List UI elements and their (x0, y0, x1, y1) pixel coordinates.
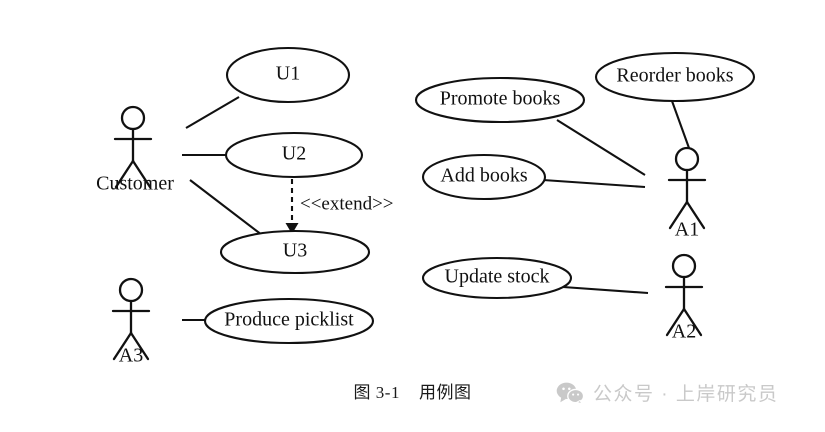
stick-figure-icon (113, 105, 153, 189)
watermark: 公众号 · 上岸研究员 (556, 379, 778, 406)
use-case-label: Promote books (440, 88, 561, 110)
use-case-ellipse (421, 256, 573, 300)
association-lines (182, 96, 690, 322)
stick-figure-icon (111, 277, 151, 361)
actor-a2[interactable]: A2 (664, 253, 704, 343)
figure-caption: 图 3-1 用例图 (353, 383, 472, 402)
use-case-label: U3 (283, 240, 307, 262)
association-promote-books-a1 (556, 119, 646, 176)
use-case-add-books[interactable]: Add books (421, 153, 547, 201)
use-case-u3[interactable]: U3 (219, 229, 371, 275)
actor-leg-left (668, 200, 689, 230)
stick-figure-icon (667, 146, 707, 230)
association-customer-u1 (185, 96, 240, 129)
association-reorder-books-a1 (671, 100, 690, 149)
use-case-reorder-books[interactable]: Reorder books (594, 51, 756, 103)
actor-label: A1 (675, 219, 699, 241)
actor-leg-right (131, 159, 152, 189)
actor-customer[interactable]: Customer (96, 105, 174, 195)
extend-arrowhead (285, 223, 299, 234)
actor-head (674, 146, 700, 172)
use-case-promote-books[interactable]: Promote books (414, 76, 586, 124)
association-add-books-a1 (542, 178, 646, 189)
actor-leg-right (682, 307, 703, 337)
actor-a1[interactable]: A1 (667, 146, 707, 241)
actor-head (118, 277, 144, 303)
use-case-ellipse (219, 229, 371, 275)
use-case-ellipse (594, 51, 756, 103)
actor-leg-right (685, 200, 706, 230)
use-case-u2[interactable]: U2 (224, 131, 364, 179)
association-customer-u3 (189, 179, 263, 236)
use-case-label: U2 (282, 143, 306, 165)
use-case-label: Produce picklist (224, 309, 354, 331)
use-case-update-stock[interactable]: Update stock (421, 256, 573, 300)
actor-leg-left (665, 307, 686, 337)
actor-label: A3 (119, 345, 143, 367)
watermark-text: 公众号 · 上岸研究员 (593, 384, 779, 405)
actor-label: Customer (96, 173, 174, 195)
wechat-icon (556, 382, 584, 405)
actors: Customer A1 A2 A3 (96, 105, 707, 367)
use-case-ellipse (224, 131, 364, 179)
use-case-ellipse (414, 76, 586, 124)
actor-head (671, 253, 697, 279)
actor-label: A2 (672, 321, 696, 343)
use-case-ellipses: U1 U2 U3 Promote books Reorder books Add… (203, 46, 756, 345)
association-update-stock-a2 (562, 285, 649, 295)
actor-leg-left (114, 159, 135, 189)
extend-stereotype-label: <<extend>> (300, 193, 394, 214)
use-case-label: U1 (276, 63, 300, 85)
use-case-ellipse (421, 153, 547, 201)
actor-leg-right (129, 331, 150, 361)
stick-figure-icon (664, 253, 704, 337)
extend-relationship-u2-u3: <<extend>> (285, 179, 394, 234)
actor-leg-left (112, 331, 133, 361)
use-case-produce-picklist[interactable]: Produce picklist (203, 297, 375, 345)
use-case-label: Reorder books (616, 65, 733, 87)
use-case-ellipse (203, 297, 375, 345)
use-case-label: Add books (440, 165, 527, 187)
actor-head (120, 105, 146, 131)
use-case-ellipse (225, 46, 351, 104)
actor-a3[interactable]: A3 (111, 277, 151, 367)
use-case-u1[interactable]: U1 (225, 46, 351, 104)
use-case-label: Update stock (445, 266, 550, 288)
